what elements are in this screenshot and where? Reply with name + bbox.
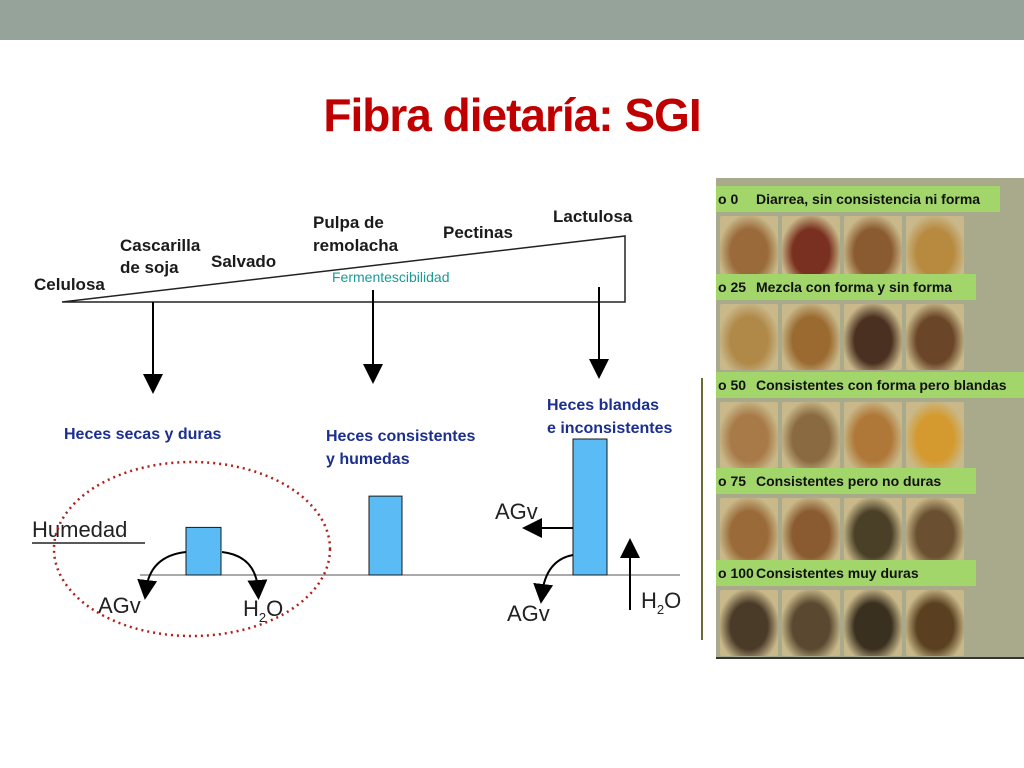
stool-photo — [720, 216, 778, 282]
curve-arrow-agv-right — [533, 554, 574, 604]
fermentability-label: Fermentescibilidad — [332, 269, 450, 285]
stool-photo — [906, 216, 964, 282]
scale-bottom-border — [716, 657, 1024, 659]
stool-photo — [844, 590, 902, 656]
agv-right-top-label: AGv — [495, 499, 538, 524]
fiber-lactulosa: Lactulosa — [553, 207, 633, 226]
stool-photo — [720, 590, 778, 656]
stool-photo — [906, 590, 964, 656]
scale-row-number: o 50 — [718, 377, 747, 393]
stool-photo — [906, 402, 964, 468]
scale-row-label: o 25 Mezcla con forma y sin forma — [716, 274, 976, 300]
scale-row-number: o 75 — [718, 473, 747, 489]
curve-arrow-agv-left — [137, 551, 187, 600]
stool-photo — [782, 304, 840, 370]
scale-row-photos — [716, 216, 970, 282]
stool-photo — [782, 590, 840, 656]
top-band — [0, 0, 1024, 40]
bar-soft-stool — [572, 438, 608, 576]
outcome-left: Heces secas y duras — [64, 426, 222, 443]
scale-row-label: o 0 Diarrea, sin consistencia ni forma — [716, 186, 1000, 212]
agv-right-bottom-label: AGv — [507, 601, 550, 626]
scale-row-photos — [716, 590, 970, 656]
stool-photo — [844, 304, 902, 370]
scale-row-photos — [716, 498, 970, 564]
scale-divider — [701, 378, 703, 640]
stool-photo — [720, 304, 778, 370]
agv-left-label: AGv — [98, 593, 141, 618]
stool-photo — [906, 304, 964, 370]
scale-row-number: o 25 — [718, 279, 747, 295]
stool-photo — [906, 498, 964, 564]
stool-photo — [844, 498, 902, 564]
fiber-pectinas: Pectinas — [443, 223, 513, 242]
fiber-salvado: Salvado — [211, 252, 276, 271]
fiber-celulosa: Celulosa — [34, 275, 105, 294]
scale-row-text: Diarrea, sin consistencia ni forma — [756, 191, 981, 207]
stool-photo — [844, 402, 902, 468]
stool-photo — [720, 402, 778, 468]
curve-arrow-h2o-left — [221, 551, 268, 600]
scale-row-number: o 100 — [718, 565, 754, 581]
fiber-cascarilla: Cascarilla — [120, 236, 201, 255]
fiber-de-soja: de soja — [120, 258, 179, 277]
scale-row-label: o 50 Consistentes con forma pero blandas — [716, 372, 1024, 398]
scale-row-text: Consistentes muy duras — [756, 565, 919, 581]
bar-dry-stool — [185, 526, 222, 576]
stool-scale-panel: o 0 Diarrea, sin consistencia ni forma o 2… — [716, 178, 1024, 658]
stool-photo — [782, 498, 840, 564]
bar-consistent-stool — [368, 495, 403, 576]
humedad-label: Humedad — [32, 517, 127, 542]
stool-photo — [720, 498, 778, 564]
h2o-right-label: H2O — [641, 588, 681, 617]
highlight-ellipse — [52, 460, 332, 638]
outcome-middle-line1: Heces consistentes — [326, 428, 476, 445]
scale-row-number: o 0 — [718, 191, 739, 207]
fermentability-wedge — [61, 235, 626, 303]
outcome-right-line2: e inconsistentes — [547, 420, 672, 437]
stool-photo — [782, 402, 840, 468]
fiber-pulpa: Pulpa de — [313, 213, 384, 232]
slide-title: Fibra dietaría: SGI — [323, 89, 701, 141]
scale-row-photos — [716, 304, 970, 370]
h2o-left-label: H2O — [243, 596, 283, 625]
outcome-right-line1: Heces blandas — [547, 397, 659, 414]
stool-photo — [782, 216, 840, 282]
outcome-middle-line2: y humedas — [326, 451, 410, 468]
scale-row-photos — [716, 402, 970, 468]
scale-row-text: Consistentes con forma pero blandas — [756, 377, 1007, 393]
stool-photo — [844, 216, 902, 282]
scale-row-label: o 75 Consistentes pero no duras — [716, 468, 976, 494]
scale-row-text: Mezcla con forma y sin forma — [756, 279, 953, 295]
fiber-remolacha: remolacha — [313, 236, 399, 255]
scale-row-text: Consistentes pero no duras — [756, 473, 942, 489]
